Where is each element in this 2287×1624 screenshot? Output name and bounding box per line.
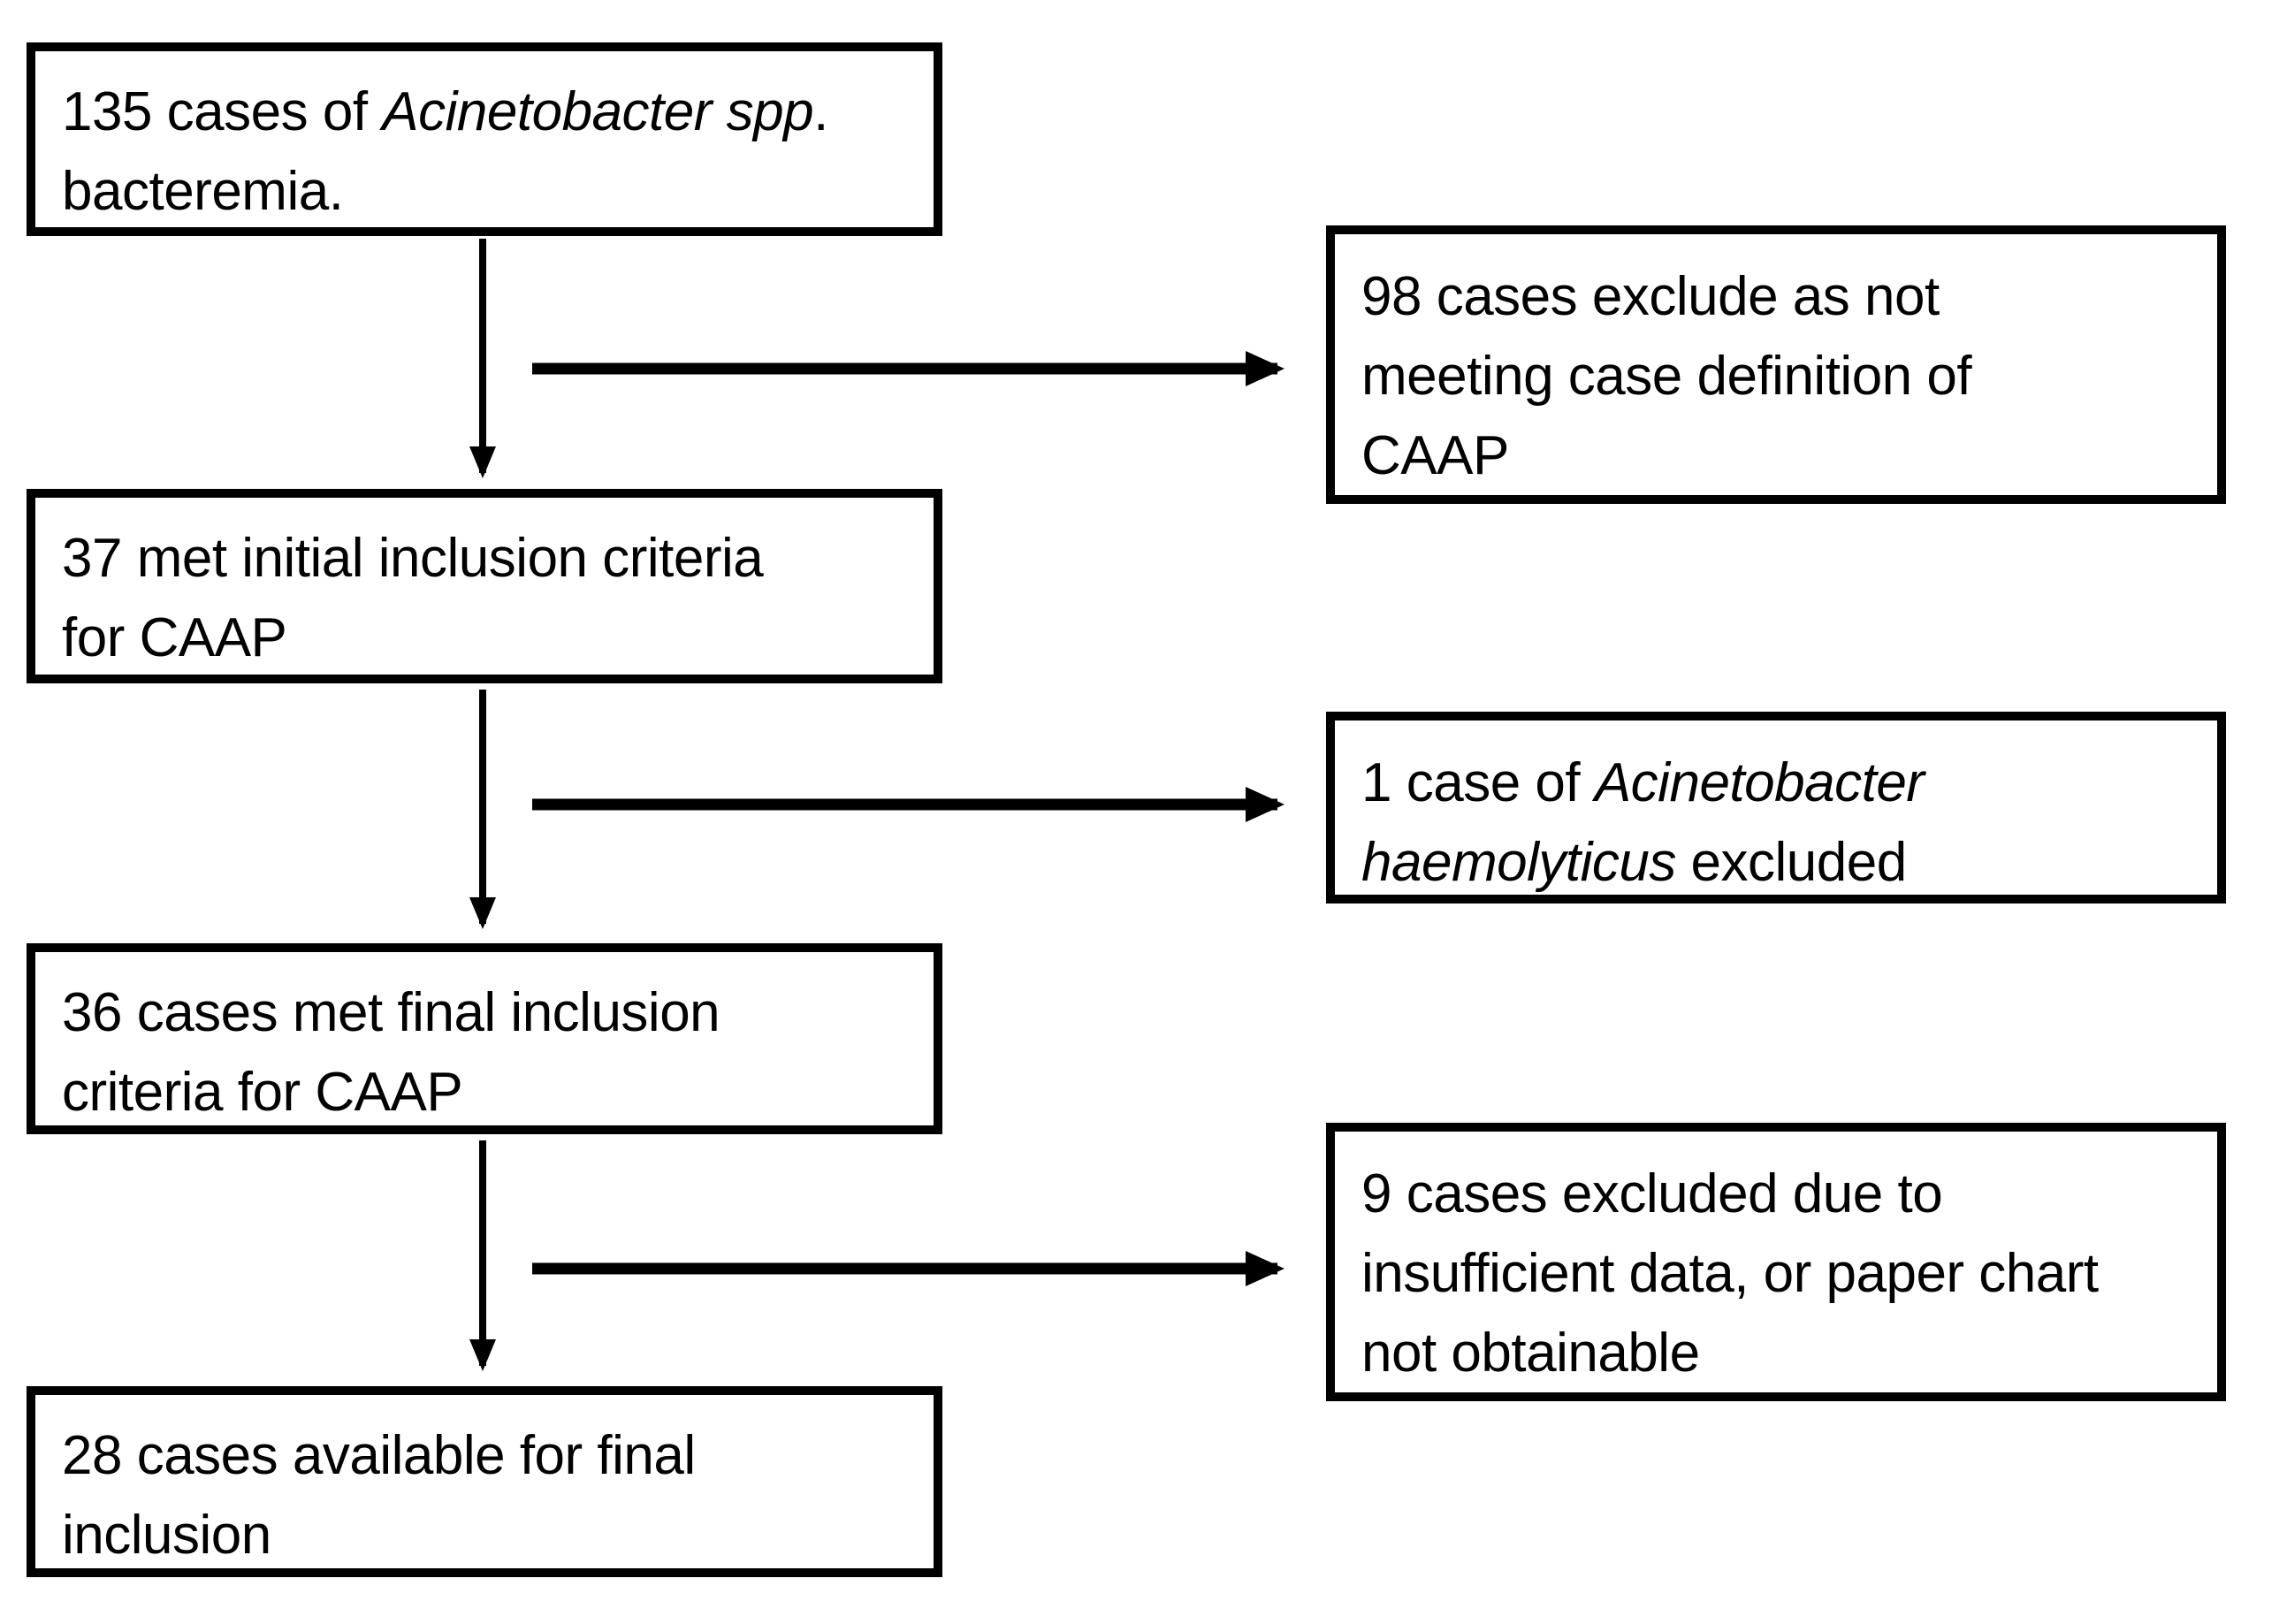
- text-segment: 28 cases available for final: [62, 1425, 696, 1486]
- text-segment: meeting case definition of: [1361, 346, 1972, 407]
- text-line: for CAAP: [62, 599, 919, 678]
- text-line: 98 cases exclude as not: [1361, 257, 2207, 337]
- box-excluded-not-caap: 98 cases exclude as not meeting case defi…: [1326, 225, 2226, 504]
- text-segment: inclusion: [62, 1505, 271, 1566]
- text-segment: criteria for CAAP: [62, 1062, 463, 1123]
- box-initial-inclusion: 37 met initial inclusion criteria for CAA…: [27, 489, 942, 683]
- text-segment: 9 cases excluded due to: [1361, 1163, 1943, 1224]
- text-segment: CAAP: [1361, 425, 1509, 486]
- text-line: bacteremia.: [62, 152, 919, 232]
- text-line: meeting case definition of: [1361, 337, 2207, 416]
- text-line: not obtainable: [1361, 1314, 2207, 1393]
- text-segment: insufficient data, or paper chart: [1361, 1243, 2099, 1304]
- box-excluded-insufficient-data: 9 cases excluded due to insufficient data…: [1326, 1123, 2226, 1401]
- text-segment: 135 cases of: [62, 81, 383, 142]
- text-segment: 1 case of: [1361, 752, 1595, 813]
- text-segment: .: [813, 81, 828, 142]
- species-name-italic: haemolyticus: [1361, 832, 1676, 893]
- text-line: 28 cases available for final: [62, 1416, 919, 1496]
- text-line: inclusion: [62, 1496, 919, 1575]
- text-line: haemolyticus excluded: [1361, 823, 2207, 903]
- text-line: CAAP: [1361, 416, 2207, 496]
- text-segment: bacteremia.: [62, 161, 344, 222]
- text-line: 135 cases of Acinetobacter spp.: [62, 72, 919, 152]
- text-segment: 98 cases exclude as not: [1361, 266, 1940, 327]
- box-final-inclusion: 36 cases met final inclusion criteria for…: [27, 943, 942, 1134]
- text-line: 36 cases met final inclusion: [62, 973, 919, 1053]
- text-line: 1 case of Acinetobacter: [1361, 743, 2207, 823]
- text-segment: for CAAP: [62, 607, 287, 668]
- text-segment: not obtainable: [1361, 1323, 1700, 1384]
- text-line: 9 cases excluded due to: [1361, 1155, 2207, 1234]
- box-final-available: 28 cases available for final inclusion: [27, 1386, 942, 1577]
- box-total-cases: 135 cases of Acinetobacter spp. bacteremi…: [27, 42, 942, 236]
- species-name-italic: Acinetobacter spp: [382, 81, 814, 142]
- text-segment: 37 met initial inclusion criteria: [62, 528, 764, 589]
- species-name-italic: Acinetobacter: [1594, 752, 1925, 813]
- text-line: 37 met initial inclusion criteria: [62, 519, 919, 599]
- text-segment: excluded: [1675, 832, 1908, 893]
- text-line: criteria for CAAP: [62, 1053, 919, 1132]
- text-line: insufficient data, or paper chart: [1361, 1234, 2207, 1314]
- text-segment: 36 cases met final inclusion: [62, 982, 720, 1043]
